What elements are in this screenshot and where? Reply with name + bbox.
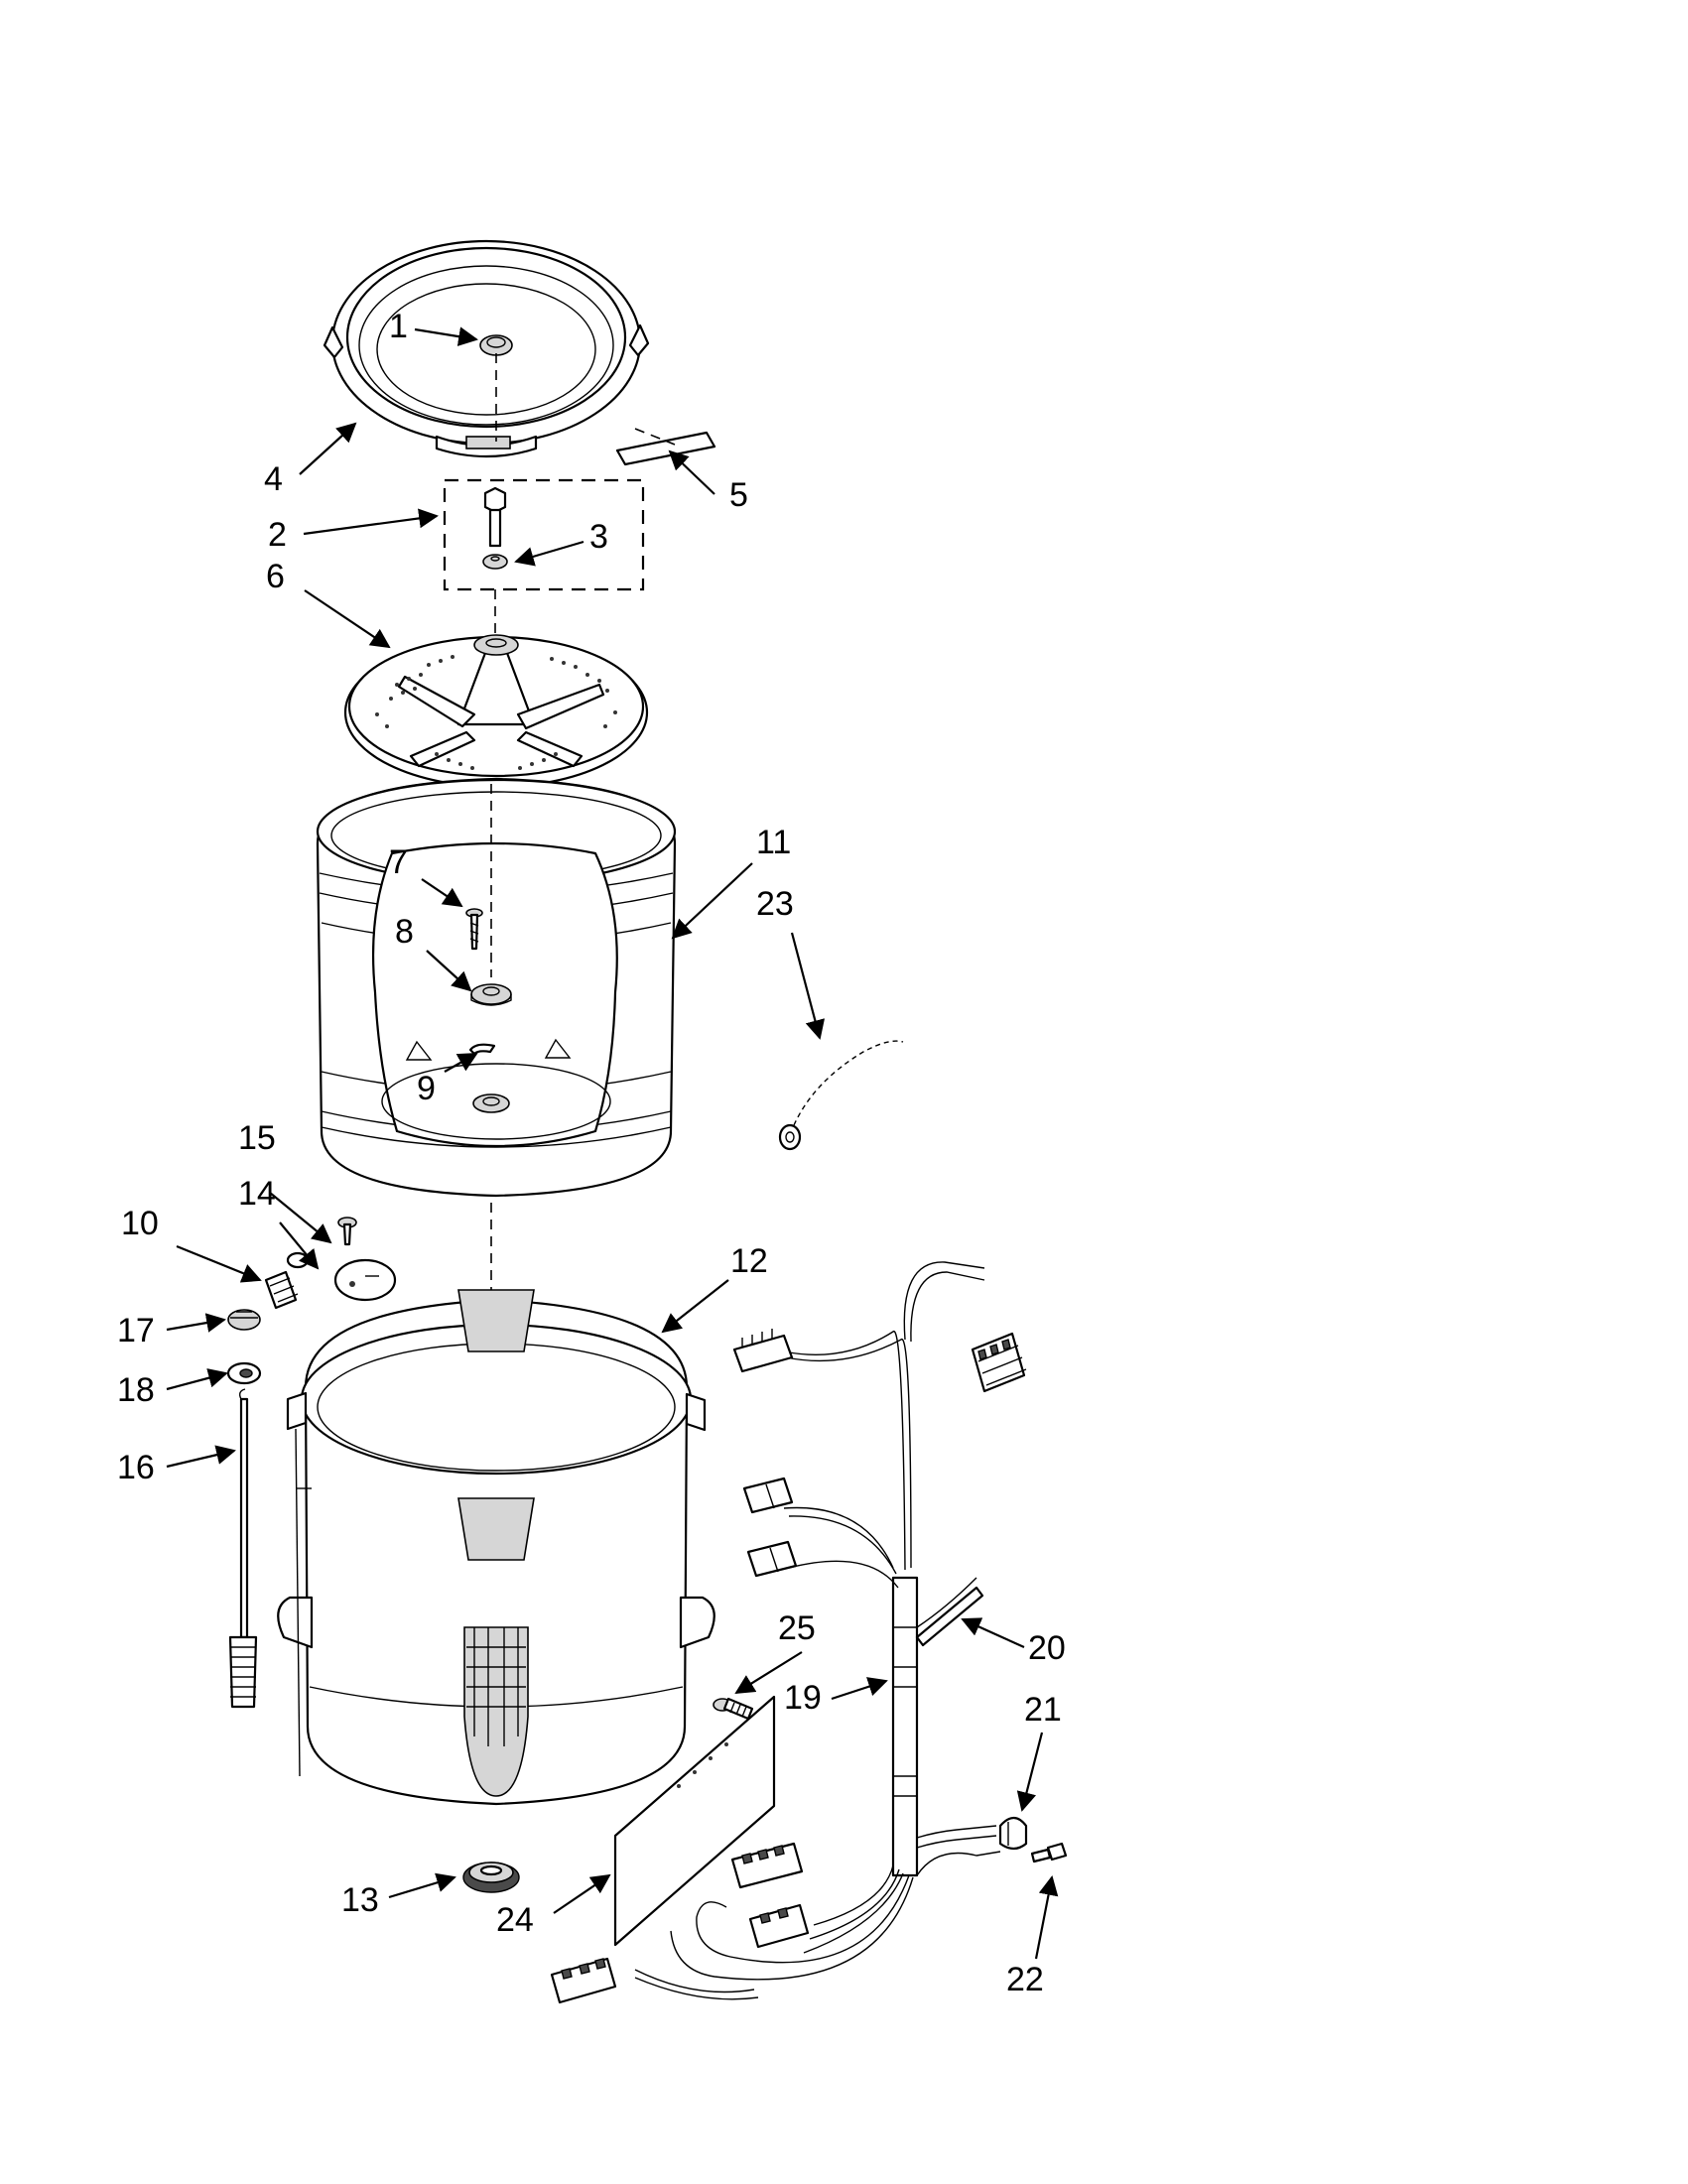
callout-16: 16 xyxy=(117,1449,155,1486)
cap-part-1 xyxy=(479,334,513,356)
bead-chain-part-23 xyxy=(778,1040,904,1151)
callout-13: 13 xyxy=(341,1881,379,1919)
panel-part-24 xyxy=(613,1695,776,1947)
connector-bottom-1 xyxy=(730,1842,804,1889)
callout-17: 17 xyxy=(117,1312,155,1349)
callout-15: 15 xyxy=(238,1119,276,1157)
callout-19: 19 xyxy=(784,1679,822,1717)
callout-12: 12 xyxy=(730,1242,768,1280)
callout-5: 5 xyxy=(729,476,748,514)
callout-labels: 1 2 3 4 5 6 7 8 9 11 23 15 14 10 12 17 1… xyxy=(117,308,1066,1998)
valve-part-10 xyxy=(264,1251,310,1310)
callout-23: 23 xyxy=(756,885,794,923)
strip-part-5 xyxy=(615,431,716,466)
connector-bottom-3 xyxy=(550,1957,617,2004)
callout-4: 4 xyxy=(264,460,283,498)
callout-22: 22 xyxy=(1006,1961,1044,1998)
connector-top-right xyxy=(971,1332,1027,1393)
cap-part-18 xyxy=(226,1361,262,1385)
callout-1: 1 xyxy=(389,308,408,345)
screw-part-15 xyxy=(337,1217,357,1246)
outer-tub xyxy=(277,1289,715,1806)
callout-6: 6 xyxy=(266,558,285,595)
callout-9: 9 xyxy=(417,1070,436,1107)
callout-14: 14 xyxy=(238,1175,276,1213)
callout-20: 20 xyxy=(1028,1629,1066,1667)
screw-part-7 xyxy=(465,908,483,951)
connector-mid-2 xyxy=(746,1540,798,1578)
bolt-kit-box xyxy=(443,478,645,591)
impeller-plate xyxy=(343,634,649,789)
hub-nut-part-8 xyxy=(470,983,512,1006)
clip-part-9 xyxy=(468,1043,496,1056)
callout-25: 25 xyxy=(778,1609,816,1647)
nozzle-part-17 xyxy=(227,1309,261,1331)
callout-21: 21 xyxy=(1024,1691,1062,1729)
wire-harness-part-19 xyxy=(634,1261,1001,2000)
connector-top-left xyxy=(732,1329,794,1373)
callout-18: 18 xyxy=(117,1371,155,1409)
callout-11: 11 xyxy=(756,824,791,861)
callout-24: 24 xyxy=(496,1901,534,1939)
callout-7: 7 xyxy=(389,843,408,881)
screw-part-25 xyxy=(713,1697,754,1721)
connector-bottom-2 xyxy=(748,1903,810,1949)
screw-part-22 xyxy=(1030,1842,1068,1863)
connector-mid-1 xyxy=(742,1477,794,1514)
callout-leaders xyxy=(166,326,1059,1960)
callout-2: 2 xyxy=(268,516,287,554)
clamp-part-21 xyxy=(998,1816,1028,1851)
callout-10: 10 xyxy=(121,1205,159,1242)
impeller-perforations xyxy=(375,655,617,770)
tub-seal-part-13 xyxy=(462,1862,520,1893)
callout-8: 8 xyxy=(395,913,414,951)
hose-part-20 xyxy=(915,1586,997,1849)
bracket-part-14 xyxy=(333,1258,397,1302)
rod-part-16 xyxy=(228,1388,258,1709)
callout-3: 3 xyxy=(589,518,608,556)
